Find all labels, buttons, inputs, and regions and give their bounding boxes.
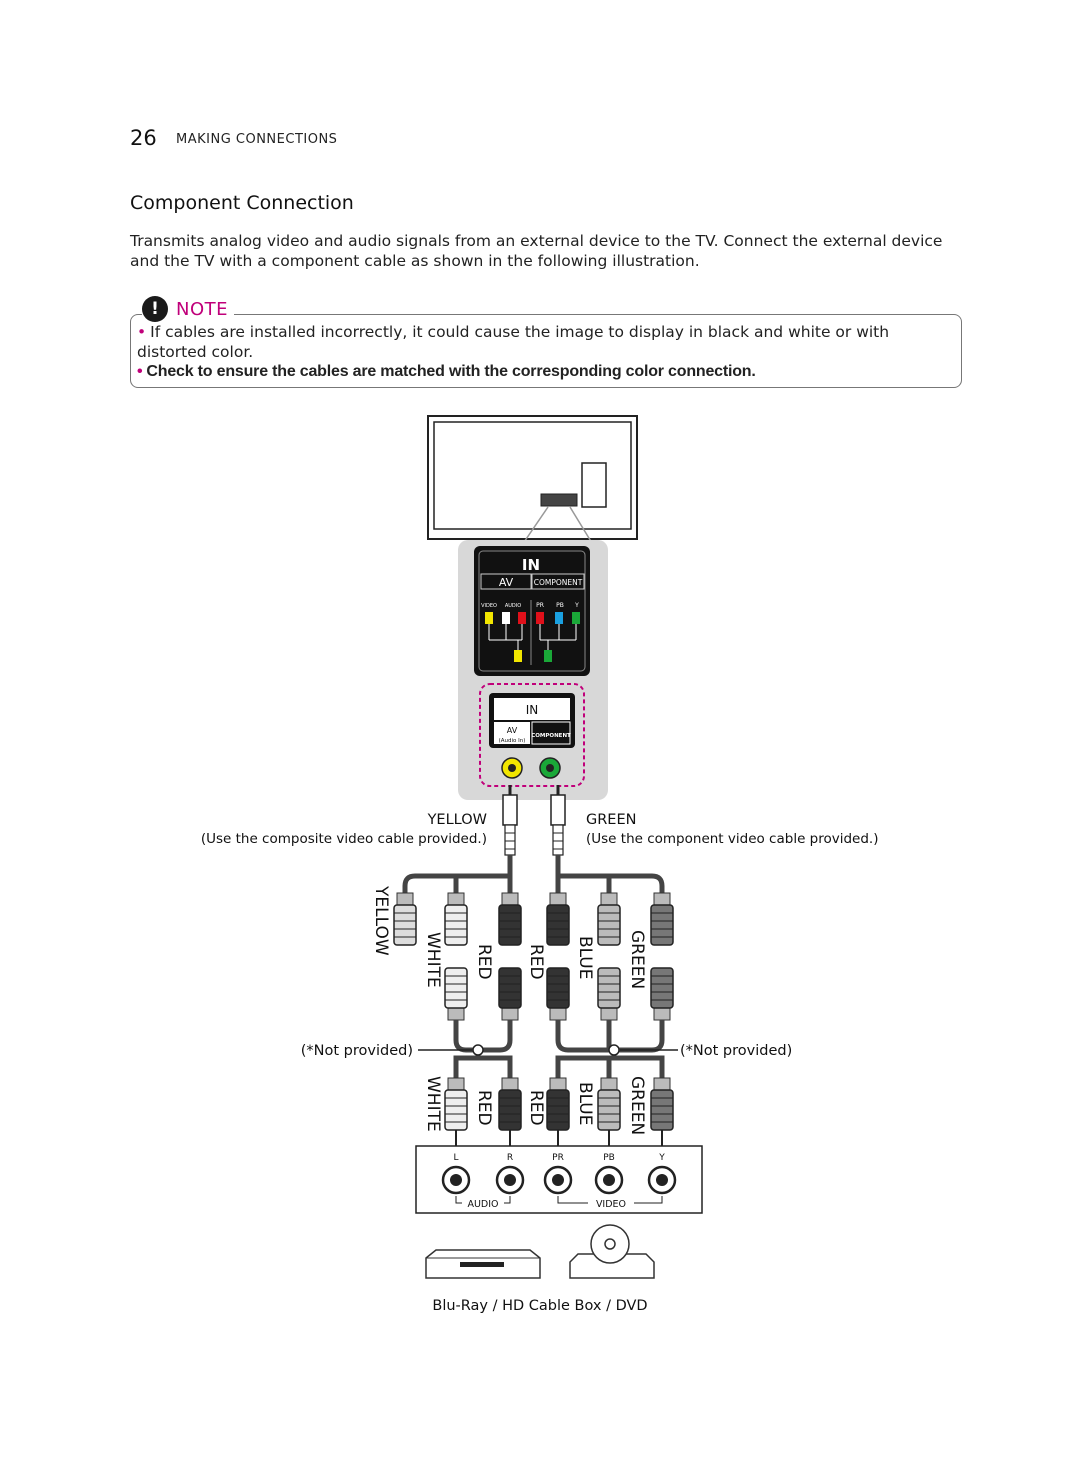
green-note: (Use the component video cable provided.… xyxy=(586,831,879,847)
jack-in-label: IN xyxy=(526,703,539,717)
device-audio-label: AUDIO xyxy=(467,1199,498,1210)
plug xyxy=(444,892,468,946)
bullet-icon: • xyxy=(137,363,143,380)
page-number: 26 xyxy=(130,126,157,150)
plug xyxy=(597,1077,621,1131)
section-title: MAKING CONNECTIONS xyxy=(176,132,338,147)
plug-label: YELLOW xyxy=(371,885,391,956)
plug-label: BLUE xyxy=(575,936,595,979)
plug xyxy=(546,1077,570,1131)
plug-label: GREEN xyxy=(627,1076,647,1135)
plug-label: RED xyxy=(474,1090,494,1126)
device-cables xyxy=(418,1020,678,1078)
plug-label: RED xyxy=(526,1090,546,1126)
note-box xyxy=(130,314,962,388)
plug xyxy=(498,967,522,1021)
adapter-cables xyxy=(402,785,665,893)
jack-panel: IN AV (Audio In) COMPONENT xyxy=(479,683,585,787)
bullet-icon: • xyxy=(137,323,147,341)
jack-av-label: AV xyxy=(507,726,518,735)
plug-label: GREEN xyxy=(627,930,647,989)
plug xyxy=(597,967,621,1021)
plug xyxy=(444,967,468,1021)
plug xyxy=(546,892,570,946)
port-panel: IN AV COMPONENT VIDEO AUDIO PR PB Y xyxy=(474,546,590,676)
port-label: PB xyxy=(556,602,564,609)
note-bullet: •If cables are installed incorrectly, it… xyxy=(137,323,890,361)
plug xyxy=(650,967,674,1021)
plug-label: WHITE xyxy=(423,932,443,988)
device-port-label: PR xyxy=(552,1153,564,1163)
device-caption: Blu-Ray / HD Cable Box / DVD xyxy=(432,1298,647,1314)
plug xyxy=(546,967,570,1021)
plug xyxy=(498,1077,522,1131)
plug xyxy=(393,892,417,946)
plug xyxy=(444,1077,468,1131)
jack-audio-in-label: (Audio In) xyxy=(499,738,526,744)
plug xyxy=(498,892,522,946)
device-port-label: PB xyxy=(603,1153,615,1163)
plug-label: WHITE xyxy=(423,1076,443,1132)
device-port-label: R xyxy=(507,1153,513,1163)
plug xyxy=(650,1077,674,1131)
intro-text: Transmits analog video and audio signals… xyxy=(130,232,943,270)
yellow-note: (Use the composite video cable provided.… xyxy=(201,831,487,847)
plug-label: BLUE xyxy=(575,1082,595,1125)
jack-component-label: COMPONENT xyxy=(531,733,571,739)
green-label: GREEN xyxy=(586,812,636,828)
panel-component-label: COMPONENT xyxy=(534,578,583,587)
panel-in-label: IN xyxy=(522,556,540,574)
not-provided-right: (*Not provided) xyxy=(680,1043,792,1059)
yellow-label: YELLOW xyxy=(427,812,487,828)
dvd-player-illustration xyxy=(569,1224,655,1279)
device-port-label: L xyxy=(453,1153,458,1163)
port-label: Y xyxy=(574,602,579,609)
lower-plugs xyxy=(444,1077,674,1146)
panel-av-label: AV xyxy=(499,576,514,589)
exclamation-icon: ! xyxy=(142,296,168,322)
plug xyxy=(650,892,674,946)
port-label: AUDIO xyxy=(505,603,521,609)
note-header: ! NOTE xyxy=(142,296,235,322)
device-video-label: VIDEO xyxy=(596,1199,626,1210)
port-label: VIDEO xyxy=(481,603,497,609)
device-panel: L R PR PB Y AUDIO VIDEO xyxy=(415,1145,703,1214)
port-label: PR xyxy=(536,602,544,609)
plug-label: RED xyxy=(474,944,494,980)
note-bullet: •Check to ensure the cables are matched … xyxy=(137,363,756,380)
device-port-label: Y xyxy=(658,1153,665,1163)
tv-illustration xyxy=(427,415,638,549)
page-title: Component Connection xyxy=(130,192,354,214)
plug-label: RED xyxy=(526,944,546,980)
not-provided-left: (*Not provided) xyxy=(301,1043,413,1059)
note-label: NOTE xyxy=(176,298,229,320)
plug xyxy=(597,892,621,946)
bluray-player-illustration xyxy=(425,1249,541,1279)
